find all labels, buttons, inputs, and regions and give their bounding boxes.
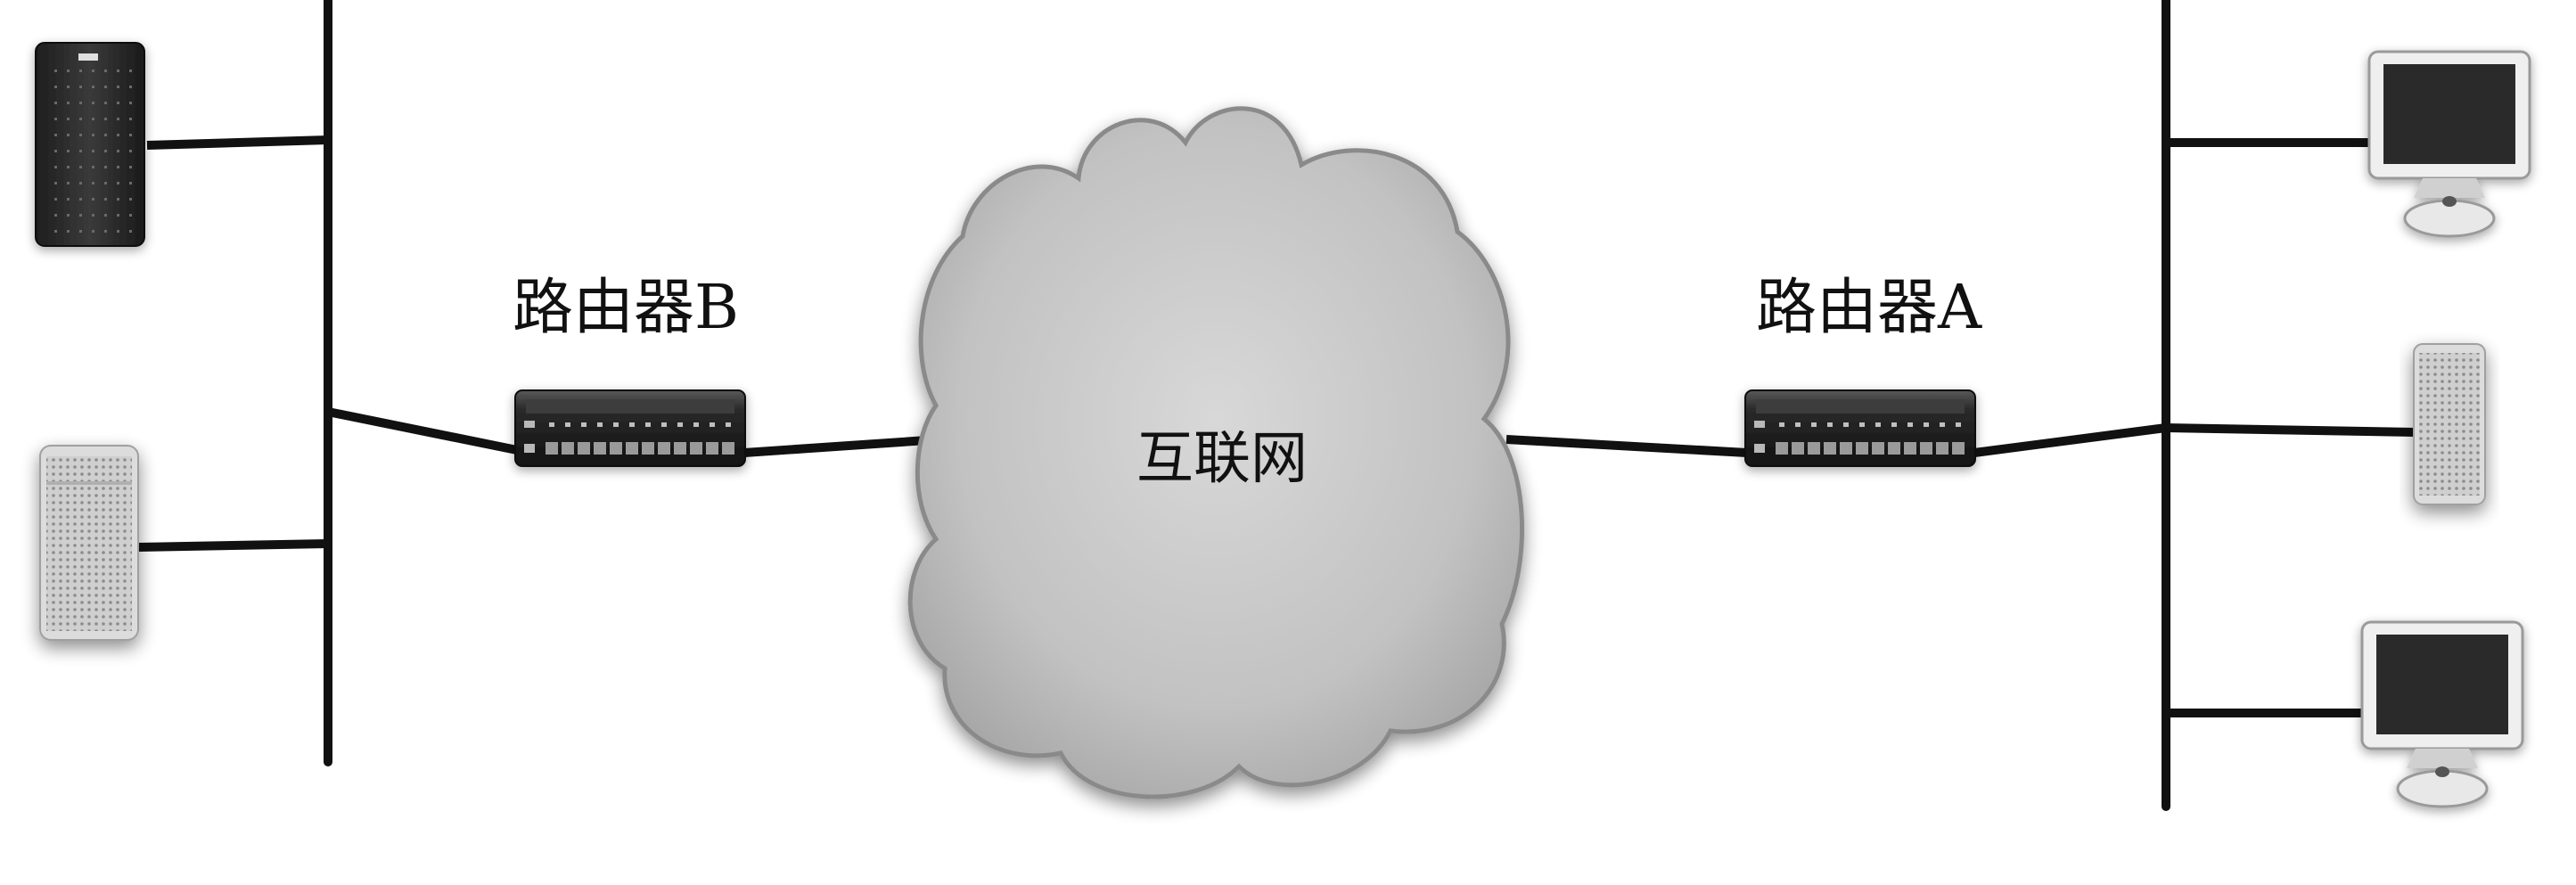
left-link-server-2: [137, 539, 329, 552]
link-cloud-router-a: [1505, 435, 1748, 457]
left-link-server-1: [146, 135, 329, 150]
right-link-router-a: [1973, 423, 2167, 457]
server-tower-mesh-icon: [39, 445, 139, 641]
router-b-icon: [514, 389, 746, 467]
router-a-icon: [1744, 389, 1976, 467]
link-router-b-cloud: [743, 435, 941, 457]
server-tower-dark-icon: [35, 42, 145, 247]
internet-label: 互联网: [1136, 426, 1308, 492]
desktop-monitor-icon: [2360, 620, 2524, 808]
left-link-router-b: [327, 407, 518, 455]
router-a-label: 路由器A: [1756, 273, 1982, 343]
router-b-label: 路由器B: [513, 273, 739, 343]
server-tower-mesh-right-icon: [2413, 343, 2486, 505]
right-link-server-3: [2165, 423, 2416, 437]
internet-cloud-icon: [907, 106, 1525, 799]
desktop-monitor-icon: [2367, 50, 2531, 238]
